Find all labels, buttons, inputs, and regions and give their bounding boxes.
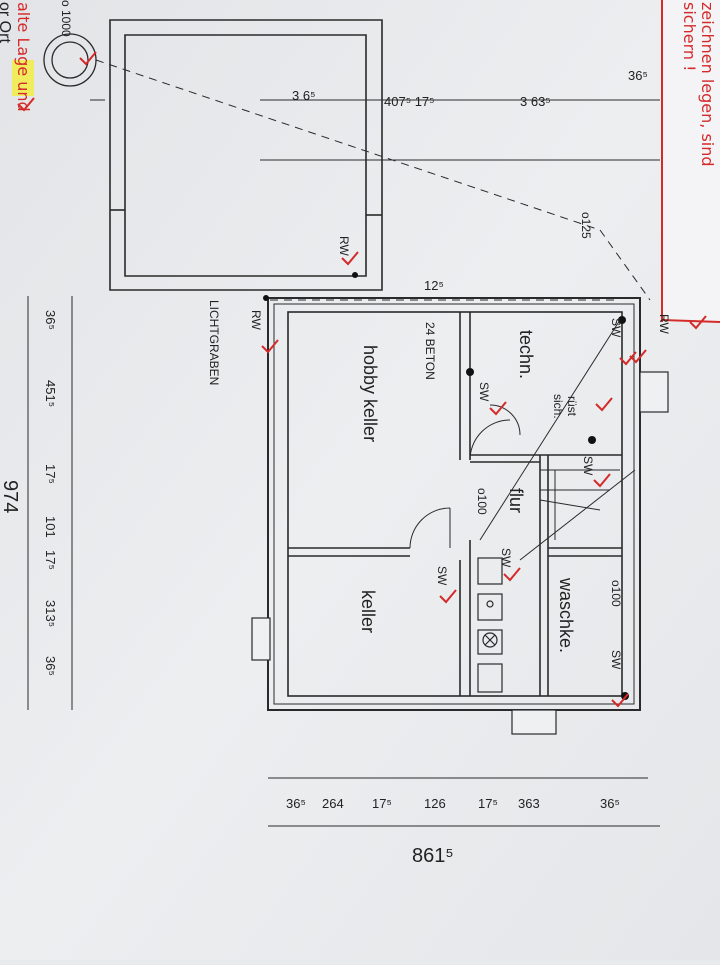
dim-b-1: 264: [322, 796, 344, 811]
dim-b-3: 126: [424, 796, 446, 811]
label-rw-1: RW: [657, 314, 671, 334]
dim-b-4: 17⁵: [478, 796, 498, 811]
red-check-marks: [17, 51, 707, 708]
appliances: [477, 557, 503, 693]
label-beton: 24 BETON: [423, 322, 437, 380]
dim-b-total: 861⁵: [412, 845, 454, 867]
note-1: zeichnen legen, sind: [698, 2, 717, 167]
dimension-lines: [27, 99, 660, 827]
label-sw-3: SW: [581, 456, 595, 476]
label-rw-2: RW: [337, 236, 351, 256]
label-sw-6: SW: [609, 650, 623, 670]
room-labels: techn. hobby keller flur waschke. keller: [358, 330, 576, 653]
dim-b-6: 36⁵: [600, 796, 620, 811]
label-sw-2: SW: [477, 382, 491, 402]
note-card: [661, 0, 720, 323]
label-o125: o125: [579, 212, 593, 239]
label-sw-1: SW: [609, 318, 623, 338]
dim-b-5: 363: [518, 796, 540, 811]
dim-l-5: 313⁵: [43, 600, 58, 627]
note-3: alte Lage und: [14, 2, 33, 112]
drain-points: [263, 272, 629, 700]
label-rw-3: RW: [249, 310, 263, 330]
dim-b-2: 17⁵: [372, 796, 392, 811]
note-4: or Ort: [0, 2, 13, 43]
label-o1000: o 1000: [59, 0, 73, 37]
dim-l-2: 17⁵: [43, 464, 58, 484]
dim-t-1: 407⁵ 17⁵: [384, 94, 435, 109]
label-ruest: rüst: [565, 396, 579, 417]
dim-l-4: 17⁵: [43, 550, 58, 570]
room-flur: flur: [506, 488, 526, 513]
drainage-lines: [95, 59, 651, 301]
dims-left: 36⁵ 451⁵ 17⁵ 101 17⁵ 313⁵ 36⁵ 974: [0, 310, 58, 676]
dim-l-3: 101: [43, 516, 58, 538]
window-boxes: [251, 371, 669, 735]
dim-l-6: 36⁵: [43, 656, 58, 676]
dim-l-1: 451⁵: [43, 380, 58, 407]
room-hobby-keller: hobby keller: [360, 345, 380, 442]
note-2: sichern !: [680, 2, 699, 72]
label-sw-5: SW: [435, 566, 449, 586]
dim-t-4: 12⁵: [424, 278, 444, 293]
room-techn: techn.: [516, 330, 536, 379]
label-sich: sich.: [551, 394, 565, 419]
dim-t-3: 36⁵: [628, 68, 648, 83]
label-lichtgraben: LICHTGRABEN: [207, 300, 221, 385]
red-notes: zeichnen legen, sind sichern ! alte Lage…: [0, 2, 717, 167]
misc-labels: rüst sich. 24 BETON LICHTGRABEN SW SW SW…: [59, 0, 671, 670]
dim-t-2: 3 63⁵: [520, 94, 551, 109]
dim-t-0: 3 6⁵: [292, 88, 315, 103]
label-o100-2: o100: [609, 580, 623, 607]
dims-bottom: 36⁵ 264 17⁵ 126 17⁵ 363 36⁵ 861⁵: [286, 796, 620, 867]
room-keller: keller: [358, 590, 378, 633]
room-waschke: waschke.: [556, 577, 576, 653]
label-sw-4: SW: [499, 548, 513, 568]
dim-l-0: 36⁵: [43, 310, 58, 330]
label-o100-1: o100: [475, 488, 489, 515]
dim-l-total: 974: [0, 480, 21, 513]
dims-top: 3 6⁵ 407⁵ 17⁵ 3 63⁵ 36⁵ 12⁵: [292, 68, 648, 293]
dim-b-0: 36⁵: [286, 796, 306, 811]
annex-walls: [109, 19, 383, 291]
